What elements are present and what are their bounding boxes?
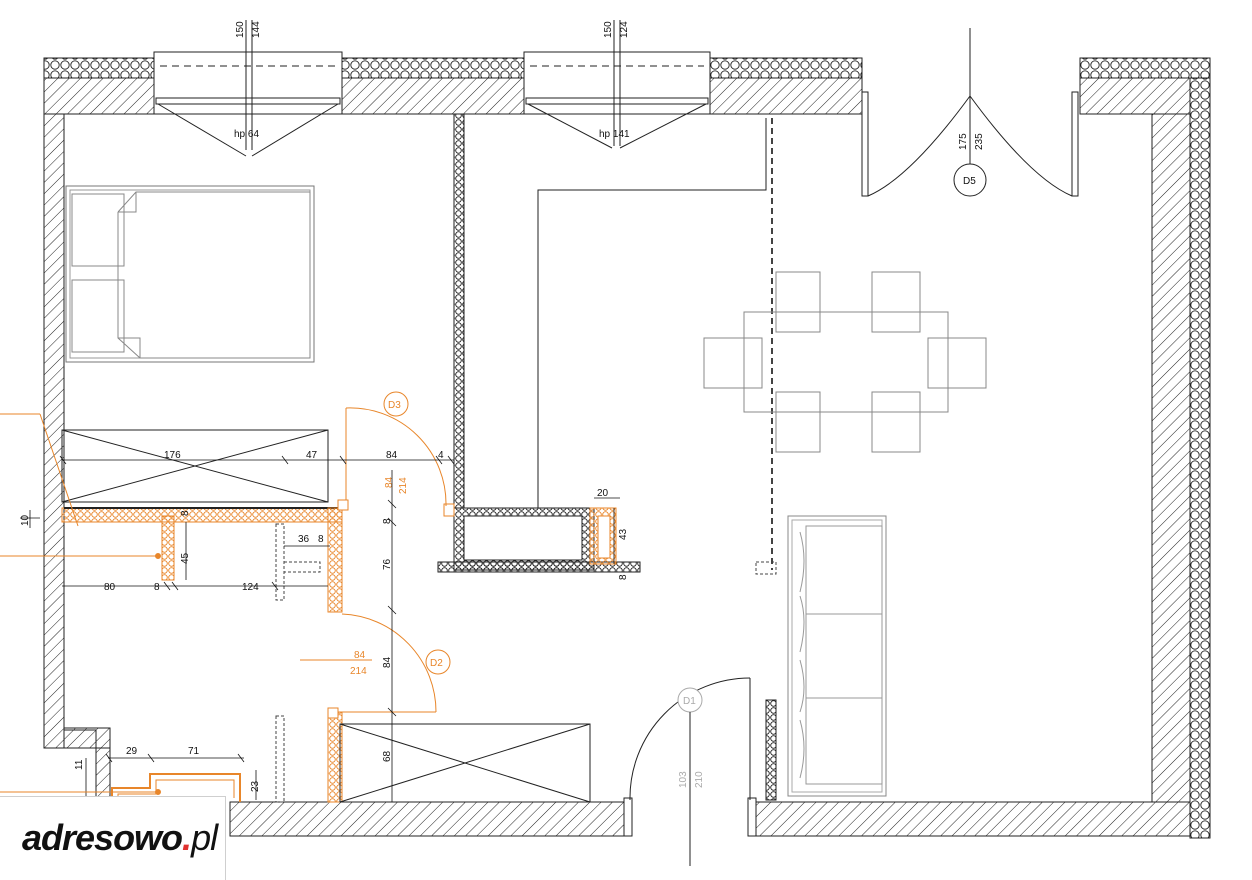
door-d3-height: 214 bbox=[398, 477, 409, 494]
door-d2 bbox=[300, 613, 451, 713]
dim-8-vert-a: 8 bbox=[180, 510, 191, 516]
dim-8-vert-b: 8 bbox=[382, 518, 393, 524]
dim-8-36: 8 bbox=[318, 534, 324, 545]
logo-dot: . bbox=[182, 817, 192, 858]
door-d2-height: 214 bbox=[350, 666, 367, 677]
window-right-sill-height: hp 141 bbox=[599, 129, 630, 140]
dim-71: 71 bbox=[188, 746, 200, 757]
dim-84-d2: 84 bbox=[382, 656, 393, 668]
dim-23: 23 bbox=[250, 780, 261, 792]
door-d3-tag: D3 bbox=[388, 400, 401, 411]
door-d5-tag: D5 bbox=[963, 176, 976, 187]
window-right-dim-124: 124 bbox=[619, 21, 630, 38]
dim-29: 29 bbox=[126, 746, 138, 757]
exterior-walls bbox=[43, 57, 1211, 839]
balcony-door-d5 bbox=[867, 28, 1073, 197]
window-right bbox=[523, 20, 711, 149]
dim-10: 10 bbox=[20, 514, 31, 526]
door-d3-width: 84 bbox=[384, 476, 395, 488]
dim-45: 45 bbox=[180, 552, 191, 564]
wardrobe-hall bbox=[339, 723, 591, 803]
dimension-lines bbox=[20, 455, 620, 802]
dim-4: 4 bbox=[438, 450, 444, 461]
window-left bbox=[153, 20, 343, 157]
new-walls bbox=[61, 499, 617, 803]
leader-lines bbox=[0, 413, 161, 795]
window-right-dim-150: 150 bbox=[603, 21, 614, 38]
logo-text: adresowo.pl bbox=[22, 817, 218, 859]
dim-wardrobe-176: 176 bbox=[164, 450, 181, 461]
logo-tld: pl bbox=[191, 817, 218, 858]
door-d3 bbox=[345, 391, 447, 507]
entrance-door-d1 bbox=[629, 677, 751, 866]
dim-124: 124 bbox=[242, 582, 259, 593]
dim-11: 11 bbox=[74, 759, 85, 770]
adresowo-logo[interactable]: adresowo.pl bbox=[0, 796, 226, 880]
door-d1-width: 103 bbox=[678, 771, 689, 788]
dim-68: 68 bbox=[382, 750, 393, 762]
dim-20: 20 bbox=[597, 488, 609, 499]
dim-84-top: 84 bbox=[386, 450, 398, 461]
door-d5-height: 235 bbox=[974, 133, 985, 150]
window-left-sill-height: hp 64 bbox=[234, 129, 259, 140]
dim-47: 47 bbox=[306, 450, 318, 461]
door-d2-tag: D2 bbox=[430, 658, 443, 669]
dining-table bbox=[703, 271, 987, 453]
dim-80: 80 bbox=[104, 582, 116, 593]
dim-76: 76 bbox=[382, 558, 393, 570]
window-left-dim-144: 144 bbox=[251, 21, 262, 38]
dim-8-bottom: 8 bbox=[618, 574, 629, 580]
door-d2-width: 84 bbox=[354, 650, 366, 661]
dim-8-80: 8 bbox=[154, 582, 160, 593]
dim-36: 36 bbox=[298, 534, 310, 545]
wardrobe-bedroom bbox=[61, 429, 329, 503]
door-d5-width: 175 bbox=[958, 133, 969, 150]
logo-name: adresowo bbox=[22, 817, 183, 858]
dim-43: 43 bbox=[618, 528, 629, 540]
window-left-dim-150: 150 bbox=[235, 21, 246, 38]
door-d1-height: 210 bbox=[694, 771, 705, 788]
sofa bbox=[787, 515, 887, 797]
door-d1-tag: D1 bbox=[683, 696, 696, 707]
bed bbox=[65, 185, 315, 363]
interior-walls bbox=[437, 113, 777, 801]
dashed-fixtures bbox=[275, 523, 321, 803]
